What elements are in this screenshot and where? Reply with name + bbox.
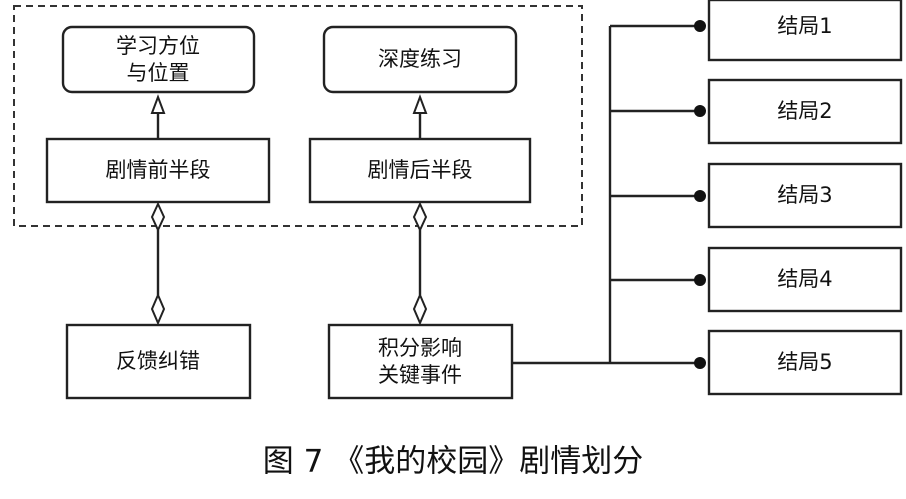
ending-4-label: 结局4 xyxy=(777,267,832,291)
key-event-line1: 积分影响 xyxy=(378,336,462,360)
arrow-first-half-to-learn xyxy=(150,94,166,139)
endings-connector xyxy=(512,20,706,369)
ending-3-box: 结局3 xyxy=(707,162,903,229)
plot-first-half-box: 剧情前半段 xyxy=(45,137,271,204)
ending-5-box: 结局5 xyxy=(707,329,903,396)
key-event-box: 积分影响 关键事件 xyxy=(327,323,514,400)
group-frame xyxy=(13,5,583,227)
plot-second-half-box: 剧情后半段 xyxy=(308,137,532,204)
ending-1-label: 结局1 xyxy=(777,14,832,38)
ending-2-label: 结局2 xyxy=(777,99,832,123)
plot-second-half-label: 剧情后半段 xyxy=(368,158,473,182)
arrow-second-half-to-practice xyxy=(412,94,428,139)
ending-1-box: 结局1 xyxy=(707,0,903,62)
figure-caption: 图 7 《我的校园》剧情划分 xyxy=(263,444,643,480)
ending-2-box: 结局2 xyxy=(707,78,903,145)
learn-position-line2: 与位置 xyxy=(127,61,190,85)
connector-second-half-key-event xyxy=(412,201,428,326)
ending-5-label: 结局5 xyxy=(777,350,832,374)
connector-first-half-feedback xyxy=(150,201,166,326)
feedback-label: 反馈纠错 xyxy=(116,349,200,373)
deep-practice-box: 深度练习 xyxy=(322,25,518,94)
ending-3-label: 结局3 xyxy=(777,183,832,207)
learn-position-box: 学习方位 与位置 xyxy=(61,25,256,94)
ending-4-box: 结局4 xyxy=(707,246,903,313)
feedback-box: 反馈纠错 xyxy=(65,323,252,400)
learn-position-line1: 学习方位 xyxy=(116,34,200,58)
deep-practice-label: 深度练习 xyxy=(378,47,462,71)
plot-first-half-label: 剧情前半段 xyxy=(106,158,211,182)
key-event-line2: 关键事件 xyxy=(378,363,462,387)
